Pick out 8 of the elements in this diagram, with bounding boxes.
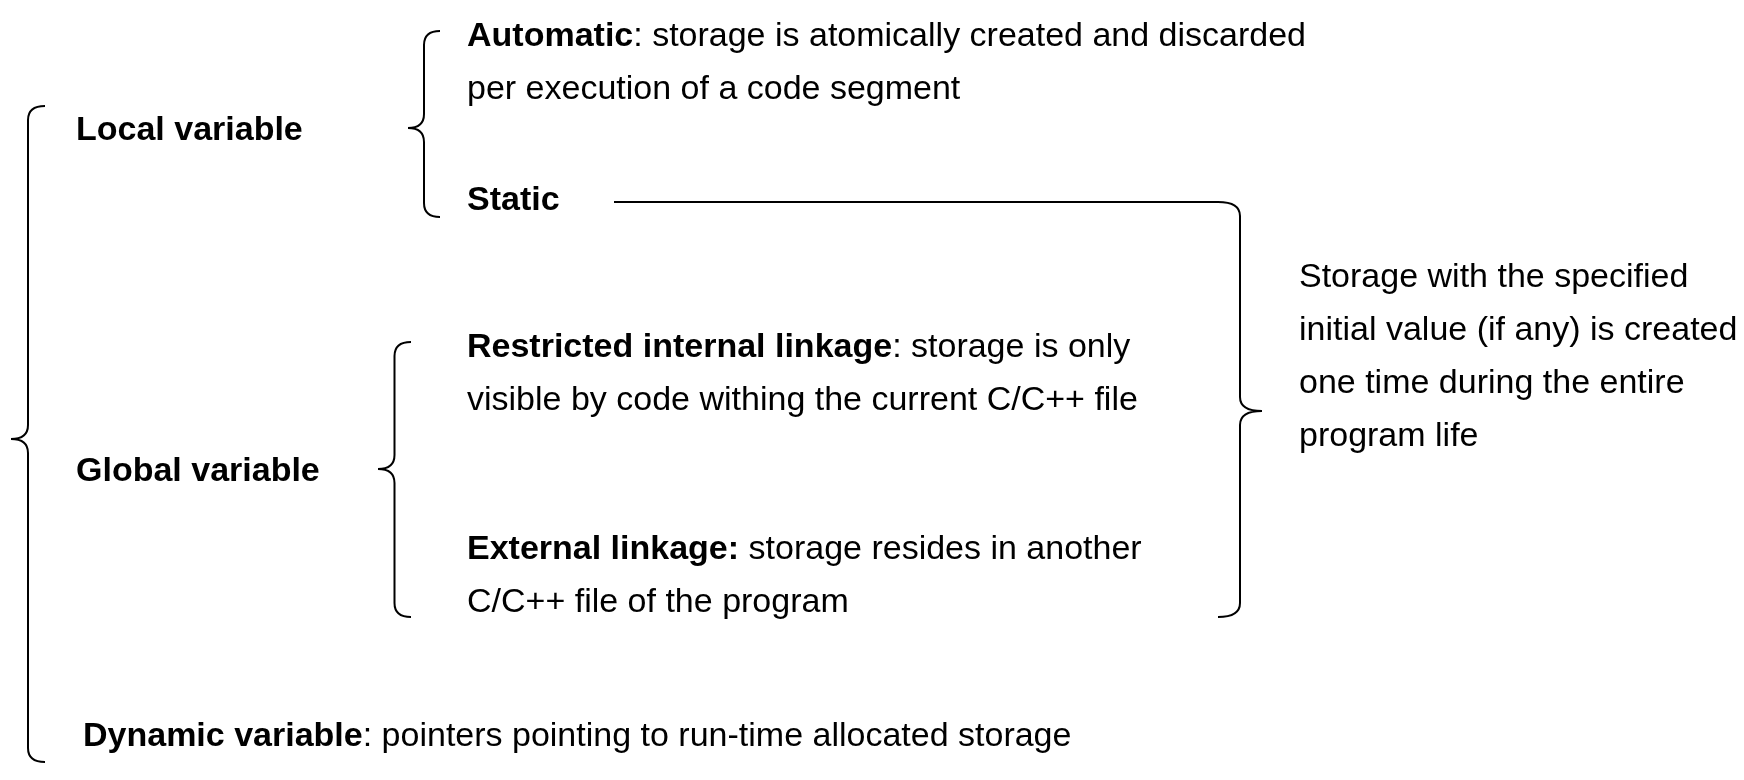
category-label: Static: [467, 178, 560, 219]
category-label: Global variable: [76, 449, 320, 490]
description-text: Restricted internal linkage: storage is only visible by code withing the current C/C++ file: [467, 325, 1139, 419]
description-text: Dynamic variable: pointers pointing to run-time allocated storage: [83, 714, 1072, 755]
description-text: Storage with the specified initial value (if any) is created one time during the entire program life: [1299, 255, 1739, 455]
description-text: External linkage: storage resides in another C/C++ file of the program: [467, 527, 1143, 621]
description-text: Automatic: storage is atomically created and discarded per execution of a code segment: [467, 14, 1308, 108]
category-label: Local variable: [76, 108, 303, 149]
